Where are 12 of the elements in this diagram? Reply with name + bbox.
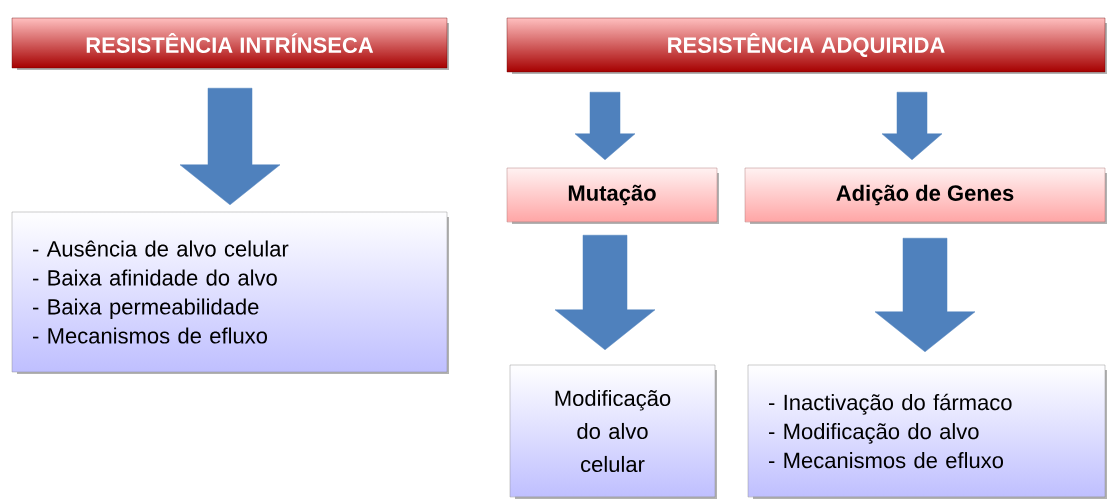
list-box: - Ausência de alvo celular - Baixa afinidade do alvo - Baixa permeabilidade - Mecanismos de efluxo xyxy=(11,211,449,374)
block-arrow xyxy=(554,234,656,351)
category-box: Adição de Genes xyxy=(744,167,1107,224)
block-arrow xyxy=(179,87,281,206)
header-banner: RESISTÊNCIA ADQUIRIDA xyxy=(506,17,1107,74)
list-box: - Inactivação do fármaco - Modificação do alvo - Mecanismos de efluxo xyxy=(747,364,1107,499)
category-box: Mutação xyxy=(506,167,719,224)
block-arrow xyxy=(881,91,943,161)
header-banner: RESISTÊNCIA INTRÍNSECA xyxy=(11,17,449,70)
block-arrow xyxy=(574,91,636,161)
text-box: Modificação do alvo celular xyxy=(509,364,717,499)
block-arrow xyxy=(874,237,976,353)
